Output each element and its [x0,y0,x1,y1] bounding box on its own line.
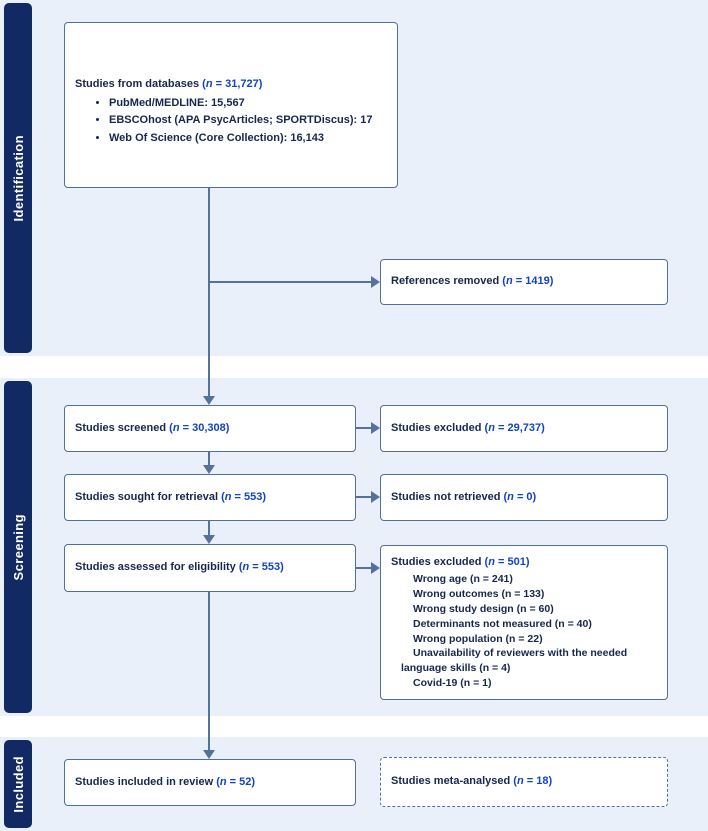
arrowhead-studies-excluded-screening [371,422,380,434]
studies-meta-analysed-label: Studies meta-analysed [391,775,511,788]
connector-to-references-removed [208,281,371,283]
box-studies-from-databases: Studies from databases (n = 31,727) PubM… [64,22,398,188]
list-item: language skills (n = 4) [401,662,511,675]
box-studies-excluded-screening: Studies excluded (n = 29,737) [380,405,668,452]
studies-excluded-screening-count: (n = 29,737) [484,421,545,434]
stage-tab-screening: Screening [4,381,32,713]
references-removed-count: (n = 1419) [502,275,554,288]
connector-assessed-to-excluded [356,567,371,569]
list-item: Unavailability of reviewers with the nee… [413,647,628,660]
stage-tab-included: Included [4,740,32,828]
list-item: EBSCOhost (APA PsycArticles; SPORTDiscus… [109,113,387,129]
arrowhead-studies-excluded-eligibility [371,562,380,574]
arrowhead-studies-assessed [203,535,215,544]
studies-excluded-screening-label: Studies excluded [391,421,482,434]
studies-screened-count: (n = 30,308) [169,421,230,434]
list-item: Determinants not measured (n = 40) [413,617,592,630]
box-references-removed: References removed (n = 1419) [380,259,668,305]
connector-sought-to-not-retrieved [356,496,371,498]
box-studies-screened: Studies screened (n = 30,308) [64,405,356,452]
arrowhead-references-removed [371,276,380,288]
studies-not-retrieved-count: (n = 0) [503,490,537,503]
stage-label-included: Included [10,755,26,813]
stage-label-identification: Identification [10,134,26,222]
arrowhead-studies-included [203,750,215,759]
databases-count: (n = 31,727) [202,78,263,90]
connector-assessed-to-included [208,592,210,750]
list-item: PubMed/MEDLINE: 15,567 [109,96,387,112]
list-item: Wrong age (n = 241) [413,572,513,585]
list-item: Wrong population (n = 22) [413,632,543,645]
stage-label-screening: Screening [10,513,26,581]
studies-meta-analysed-count: (n = 18) [513,775,553,788]
studies-screened-label: Studies screened [75,421,167,434]
connector-sought-to-assessed [208,521,210,535]
studies-sought-count: (n = 553) [221,490,267,503]
studies-not-retrieved-label: Studies not retrieved [391,490,501,503]
box-studies-included-in-review: Studies included in review (n = 52) [64,759,356,806]
studies-excluded-eligibility-count: (n = 501) [484,556,530,568]
stage-tab-identification: Identification [4,3,32,353]
list-item: Wrong outcomes (n = 133) [413,587,545,600]
arrowhead-studies-sought [203,465,215,474]
studies-included-count: (n = 52) [216,775,256,788]
studies-included-label: Studies included in review [75,775,214,788]
exclusion-reason-list: Wrong age (n = 241) Wrong outcomes (n = … [391,572,657,691]
connector-screened-to-excluded [356,427,371,429]
arrowhead-studies-not-retrieved [371,491,380,503]
box-studies-meta-analysed: Studies meta-analysed (n = 18) [380,757,668,807]
arrowhead-studies-screened [203,396,215,405]
connector-trunk-to-screened [208,281,210,396]
box-studies-excluded-eligibility: Studies excluded (n = 501) Wrong age (n … [380,545,668,700]
list-item: Covid-19 (n = 1) [413,677,492,690]
studies-assessed-label: Studies assessed for eligibility [75,561,236,574]
box-studies-assessed-for-eligibility: Studies assessed for eligibility (n = 55… [64,544,356,592]
studies-excluded-eligibility-label: Studies excluded [391,556,482,568]
studies-assessed-count: (n = 553) [238,561,284,574]
box-studies-not-retrieved: Studies not retrieved (n = 0) [380,474,668,521]
references-removed-label: References removed [391,275,500,288]
databases-source-list: PubMed/MEDLINE: 15,567 EBSCOhost (APA Ps… [75,96,387,147]
connector-screened-to-sought [208,452,210,465]
databases-label: Studies from databases [75,78,200,90]
studies-sought-label: Studies sought for retrieval [75,490,219,503]
connector-databases-trunk [208,188,210,283]
list-item: Web Of Science (Core Collection): 16,143 [109,131,387,147]
list-item: Wrong study design (n = 60) [413,602,554,615]
box-studies-sought-for-retrieval: Studies sought for retrieval (n = 553) [64,474,356,521]
